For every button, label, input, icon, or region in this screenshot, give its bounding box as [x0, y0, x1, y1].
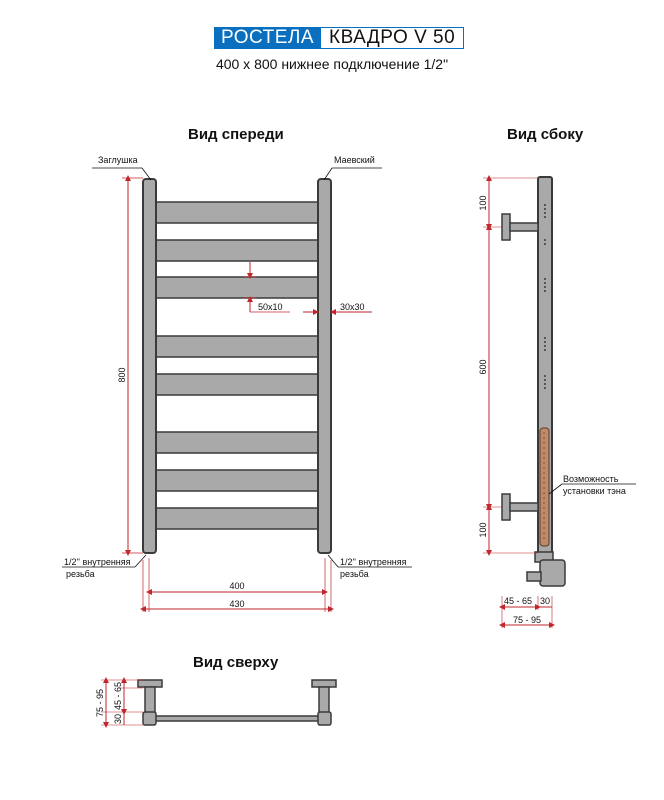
- lower-wall-bracket: [501, 493, 539, 521]
- towel-bar: [155, 373, 319, 396]
- towel-bar: [155, 431, 319, 454]
- left-post-top: [142, 711, 157, 726]
- left-post: [142, 178, 157, 554]
- product-subtitle: 400 х 800 нижнее подключение 1/2": [215, 56, 449, 72]
- top-dim-offset: 45 - 65: [113, 682, 123, 710]
- brand-badge: РОСТЕЛА: [214, 27, 322, 49]
- side-dim-middle: 600: [478, 359, 488, 374]
- valve-callout: Маевский: [334, 155, 375, 165]
- height-dimension: 800: [117, 367, 127, 382]
- thread-left-line1: 1/2'' внутренняя: [64, 557, 131, 567]
- left-flange: [137, 679, 163, 688]
- side-offset-1: 45 - 65: [504, 596, 532, 606]
- upper-wall-bracket: [501, 213, 539, 241]
- top-view-title: Вид сверху: [193, 654, 279, 671]
- side-offset-total: 75 - 95: [513, 615, 541, 625]
- bar-edge-dots: [544, 278, 546, 292]
- top-bar: [152, 715, 322, 722]
- bar-edge-dots: [544, 239, 546, 245]
- top-dim-post: 30: [113, 714, 123, 724]
- thread-right-line2: резьба: [340, 569, 369, 579]
- top-view: 75 - 95 45 - 65 30: [95, 677, 337, 728]
- width-centers-dimension: 400: [229, 581, 244, 591]
- heater-control: [526, 551, 566, 587]
- bar-edge-dots: [544, 337, 546, 351]
- side-view-title: Вид сбоку: [507, 126, 584, 143]
- right-flange: [311, 679, 337, 688]
- model-name: КВАДРО V 50: [320, 27, 465, 49]
- front-view-title: Вид спереди: [188, 126, 284, 143]
- heater-note-line1: Возможность: [563, 474, 619, 484]
- post-section-dimension: 30х30: [340, 302, 365, 312]
- side-offset-2: 30: [540, 596, 550, 606]
- right-standoff: [318, 686, 330, 715]
- width-total-dimension: 430: [229, 599, 244, 609]
- towel-bar: [155, 239, 319, 262]
- thread-left-line2: резьба: [66, 569, 95, 579]
- towel-bar: [155, 507, 319, 530]
- side-dim-top: 100: [478, 195, 488, 210]
- thread-right-line1: 1/2'' внутренняя: [340, 557, 407, 567]
- towel-bar: [155, 469, 319, 492]
- left-standoff: [144, 686, 156, 715]
- bar-section-dimension: 50х10: [258, 302, 283, 312]
- plug-callout: Заглушка: [98, 155, 138, 165]
- front-view: Заглушка Маевский 800 50х10 30х30 1/2'' …: [62, 155, 412, 612]
- bar-edge-dots: [544, 375, 546, 389]
- bar-edge-dots: [544, 204, 546, 218]
- right-post-top: [317, 711, 332, 726]
- towel-bar: [155, 276, 319, 299]
- heater-note-line2: установки тэна: [563, 486, 626, 496]
- right-post: [317, 178, 332, 554]
- top-dim-total: 75 - 95: [95, 689, 105, 717]
- towel-bar: [155, 335, 319, 358]
- side-view: 100 600 100 Возможность установки тэна 4…: [478, 175, 636, 628]
- side-dim-bottom: 100: [478, 522, 488, 537]
- towel-bar: [155, 201, 319, 224]
